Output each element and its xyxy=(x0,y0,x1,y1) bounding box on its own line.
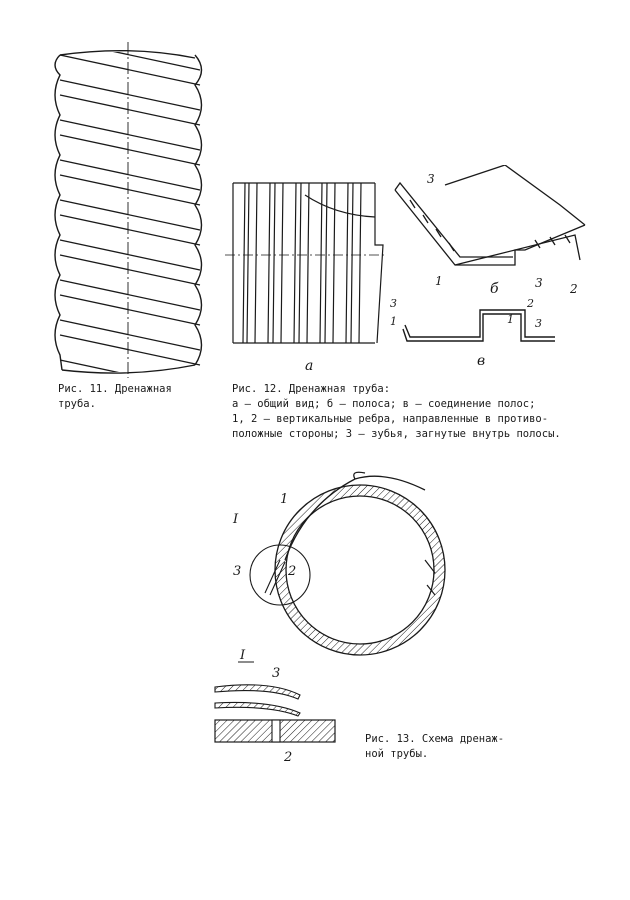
fig12-label-b: б xyxy=(490,281,499,295)
fig12-label-v: в xyxy=(477,353,485,369)
fig12v-num-3b: 3 xyxy=(535,317,542,330)
fig11-pipe-drawing xyxy=(54,42,203,378)
fig12-caption: Рис. 12. Дренажная труба: а – общий вид;… xyxy=(232,383,561,440)
fig12v-connection-drawing: 3 1 1 2 3 в xyxy=(390,297,555,369)
fig12v-num-3: 3 xyxy=(390,297,397,310)
fig12b-num-3b: 3 xyxy=(535,276,543,290)
fig13-detail-num-2: 2 xyxy=(283,750,292,765)
fig12v-num-1b: 1 xyxy=(507,313,514,326)
fig12-label-a: а xyxy=(305,358,313,374)
fig12v-num-2: 2 xyxy=(526,297,534,310)
fig12a-pipe-drawing: а xyxy=(225,182,385,374)
fig12b-num-1: 1 xyxy=(435,274,443,288)
fig13-detail-drawing: I 3 2 xyxy=(214,648,336,765)
fig13-caption: Рис. 13. Схема дренаж- ной трубы. xyxy=(365,733,505,760)
fig13-detail-num-3: 3 xyxy=(272,666,280,681)
fig12b-num-2: 2 xyxy=(569,282,578,295)
fig13-detail-mark-2: I xyxy=(239,648,246,663)
fig11-caption: Рис. 11. Дренажная труба. xyxy=(58,383,172,410)
fig13-detail-mark: I xyxy=(232,512,239,527)
fig13-num-1: 1 xyxy=(280,492,288,507)
fig13-num-2: 2 xyxy=(287,564,296,579)
fig13-cross-section-drawing: 1 I 3 2 xyxy=(232,471,446,656)
fig12v-num-1: 1 xyxy=(390,315,397,328)
fig13-num-3: 3 xyxy=(233,564,241,579)
fig12b-num-3: 3 xyxy=(427,172,435,186)
fig12b-strip-drawing: 3 1 2 3 б xyxy=(394,165,586,295)
